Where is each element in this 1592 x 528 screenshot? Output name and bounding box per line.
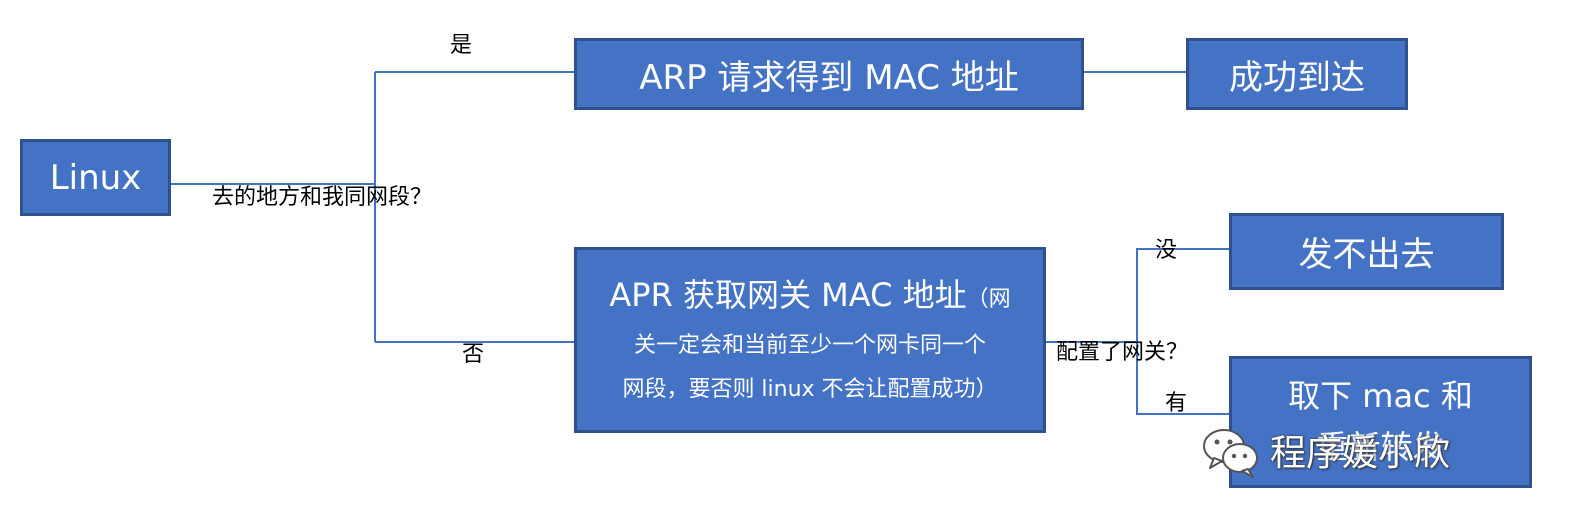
node-apr-gateway: APR 获取网关 MAC 地址（网 关一定会和当前至少一个网卡同一个 网段，要否… [574, 247, 1046, 433]
node-arrive-label: 成功到达 [1229, 57, 1365, 98]
node-cannot-send-label: 发不出去 [1298, 235, 1435, 275]
node-linux: Linux [20, 139, 171, 216]
connector-with [1136, 342, 1230, 415]
connector-without [1136, 248, 1230, 342]
node-apr-gateway-note-1: （网 [966, 287, 1011, 313]
label-same-segment-question: 去的地方和我同网段？ [212, 185, 433, 210]
node-take-mac-line-2: 重新转发 [1316, 428, 1445, 466]
watermark-text: 程序媛小欣 [1270, 433, 1451, 474]
label-no: 否 [462, 342, 485, 367]
label-without: 没 [1155, 238, 1178, 263]
node-take-mac: 取下 mac 和 重新转发 [1229, 356, 1532, 488]
node-apr-gateway-title: APR 获取网关 MAC 地址 [609, 276, 967, 315]
label-with: 有 [1165, 391, 1188, 416]
node-arrive: 成功到达 [1186, 38, 1408, 110]
node-arp-success: ARP 请求得到 MAC 地址 [574, 38, 1084, 110]
wechat-icon [1203, 429, 1258, 478]
node-arp-success-label: ARP 请求得到 MAC 地址 [639, 57, 1019, 98]
node-linux-label: Linux [49, 157, 142, 198]
node-apr-gateway-line-3: 网段，要否则 linux 不会让配置成功） [622, 377, 998, 403]
node-apr-gateway-line-2: 关一定会和当前至少一个网卡同一个 [633, 332, 986, 358]
node-cannot-send: 发不出去 [1229, 213, 1504, 290]
label-yes: 是 [450, 33, 473, 58]
label-gateway-question: 配置了网关？ [1056, 340, 1189, 365]
node-take-mac-line-1: 取下 mac 和 [1288, 376, 1473, 415]
node-apr-gateway-line-1: APR 获取网关 MAC 地址（网 [609, 276, 1010, 314]
